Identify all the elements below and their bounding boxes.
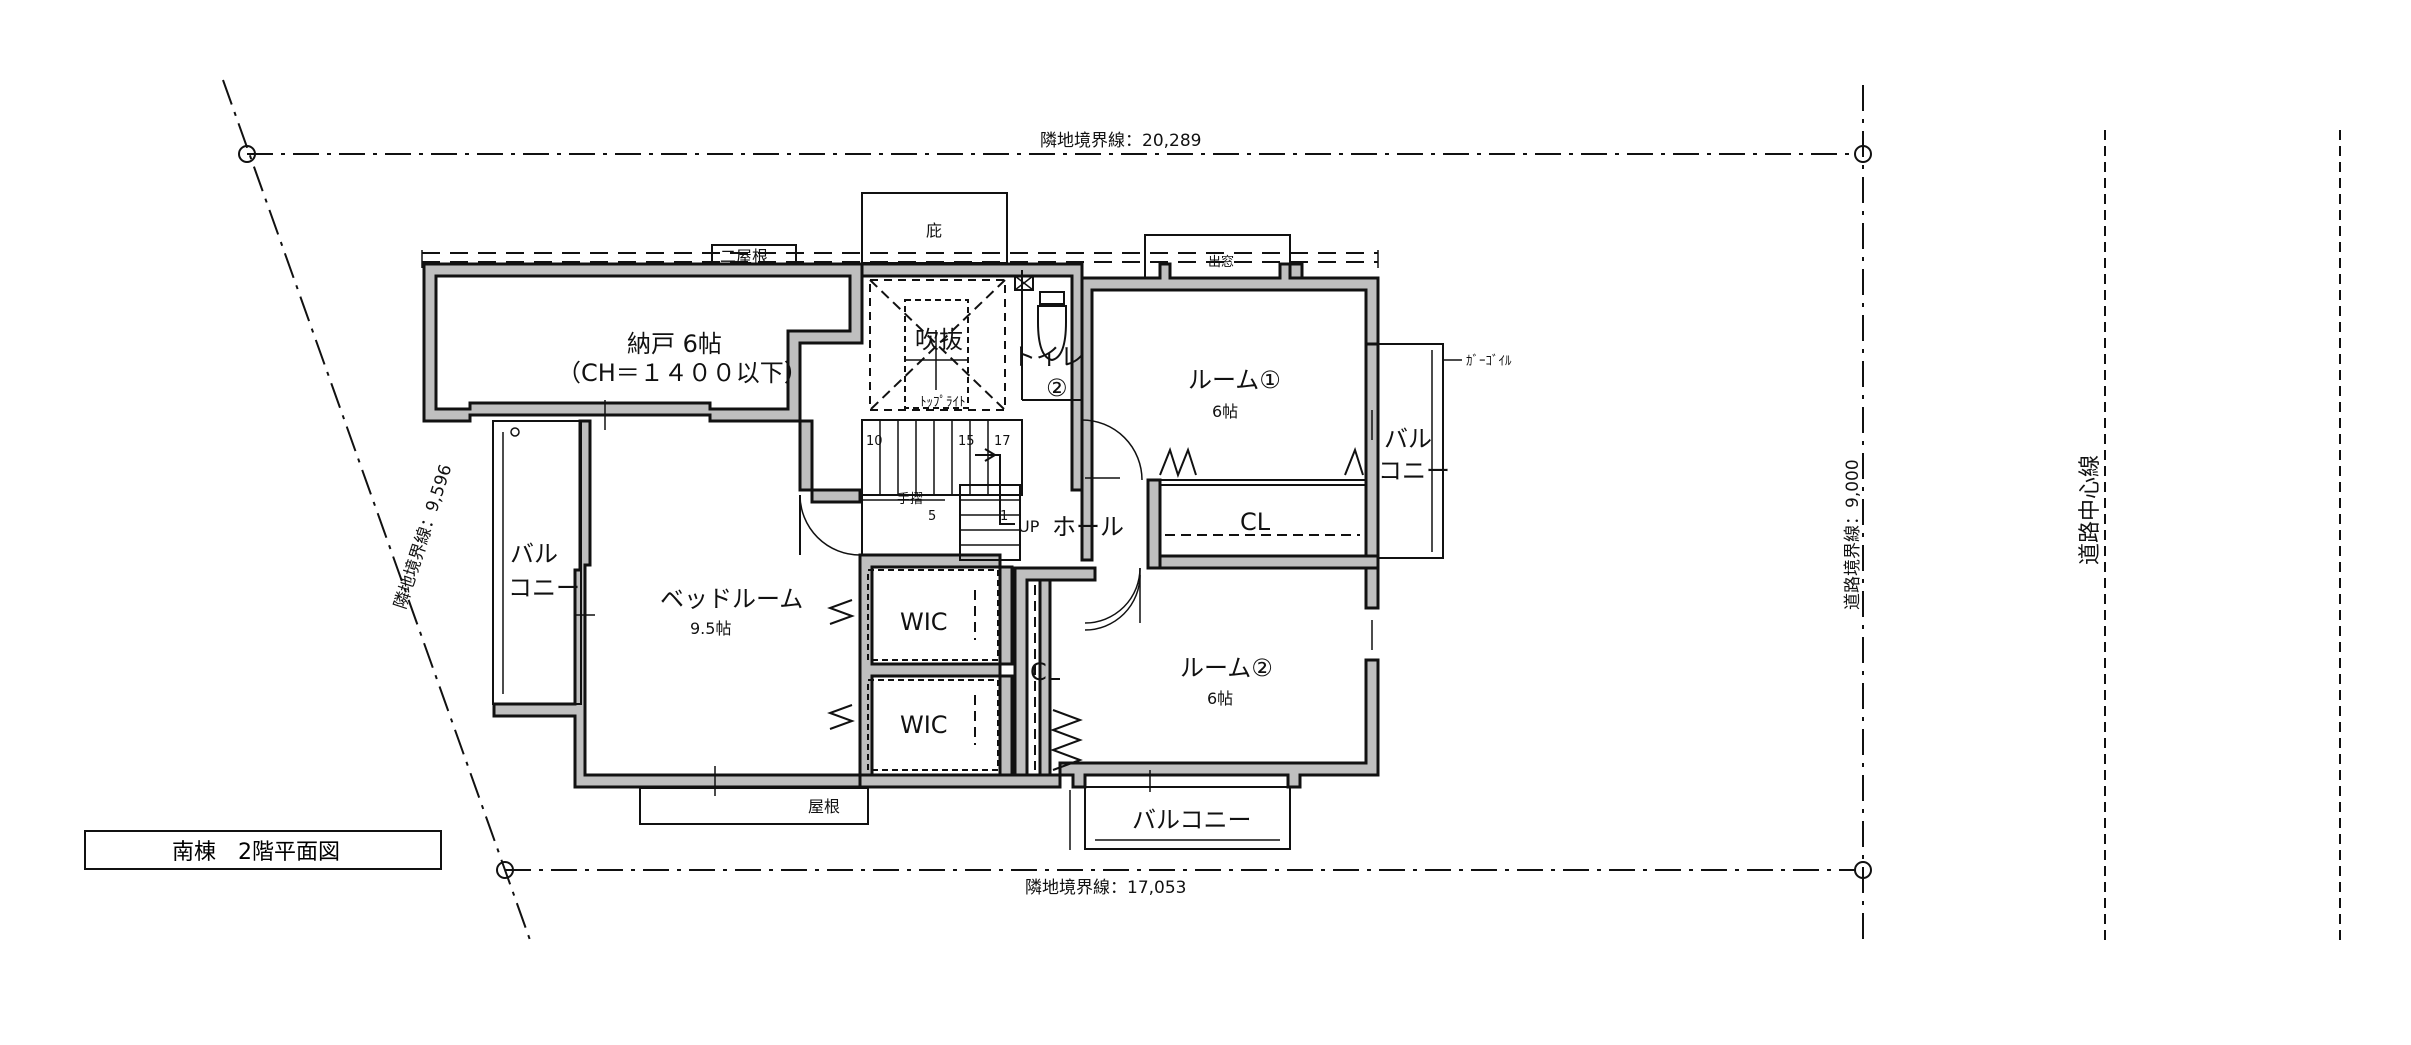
south-boundary-label: 隣地境界線：17,053 <box>1025 878 1186 898</box>
west-balcony-label-1: バル <box>510 540 558 568</box>
stair-step-10: 10 <box>866 434 883 449</box>
storage-room-name: 納戸 6帖 <box>627 330 722 358</box>
bedroom-name: ベッドルーム <box>660 585 803 613</box>
exterior-walls <box>422 262 1380 789</box>
east-balcony-label-2: コニー <box>1378 457 1450 485</box>
secondary-roof-label: 二屋根 <box>720 247 768 266</box>
boundary-marker <box>1854 145 1872 163</box>
south-balcony <box>1084 786 1291 850</box>
room2-name: ルーム② <box>1180 654 1273 682</box>
toilet-label: トイレ <box>1012 343 1084 371</box>
hall-label: ホール <box>1052 513 1124 541</box>
wic2-label: WIC <box>900 711 948 739</box>
stair-step-1: 1 <box>1000 509 1008 524</box>
void-label: 吹抜 <box>915 326 963 354</box>
west-boundary-label: 隣地境界線：9,596 <box>391 462 457 611</box>
road-center-label: 道路中心線 <box>2078 455 2103 565</box>
east-balcony <box>1377 343 1444 559</box>
toilet-number: ② <box>1046 374 1068 402</box>
west-balcony-label-2: コニー <box>508 574 580 602</box>
boundary-marker <box>496 861 514 879</box>
roof-label: 屋根 <box>808 797 840 816</box>
hall-closet-label: CL <box>1030 658 1061 686</box>
door-swings <box>799 419 1364 771</box>
south-balcony-label: バルコニー <box>1132 806 1252 834</box>
balconies <box>492 343 1462 850</box>
toilet-fixture <box>1014 275 1067 362</box>
north-boundary-label: 隣地境界線：20,289 <box>1040 131 1201 151</box>
stairs <box>861 419 1023 561</box>
site-boundary <box>222 79 2341 941</box>
wic1-label: WIC <box>900 608 948 636</box>
bedroom-size: 9.5帖 <box>690 619 731 638</box>
void-area <box>869 279 1006 411</box>
storage-room-note: （CH＝１４００以下） <box>557 359 808 387</box>
stair-step-17: 17 <box>994 434 1011 449</box>
west-balcony <box>492 420 582 705</box>
gargoyle-label: ｶﾞｰｺﾞｲﾙ <box>1466 354 1512 369</box>
eave-label: 庇 <box>926 221 942 240</box>
room2-size: 6帖 <box>1207 689 1233 708</box>
bay-window-label: 出窓 <box>1208 254 1234 270</box>
drawing-title: 南棟 2階平面図 <box>84 830 442 870</box>
room1-size: 6帖 <box>1212 402 1238 421</box>
boundary-marker <box>1854 861 1872 879</box>
boundary-marker <box>238 145 256 163</box>
stair-step-5: 5 <box>928 509 936 524</box>
handrail-label: 手摺 <box>897 492 923 507</box>
stair-up-label: UP <box>1018 517 1040 536</box>
window-marks <box>575 263 1373 796</box>
room1-closet-label: CL <box>1240 508 1271 536</box>
stair-step-15: 15 <box>958 434 975 449</box>
east-road-boundary-label: 道路境界線：9,000 <box>1843 459 1863 610</box>
room1-name: ルーム① <box>1188 366 1281 394</box>
skylight-label: ﾄｯﾌﾟﾗｲﾄ <box>920 395 966 410</box>
east-balcony-label-1: バル <box>1384 425 1432 453</box>
